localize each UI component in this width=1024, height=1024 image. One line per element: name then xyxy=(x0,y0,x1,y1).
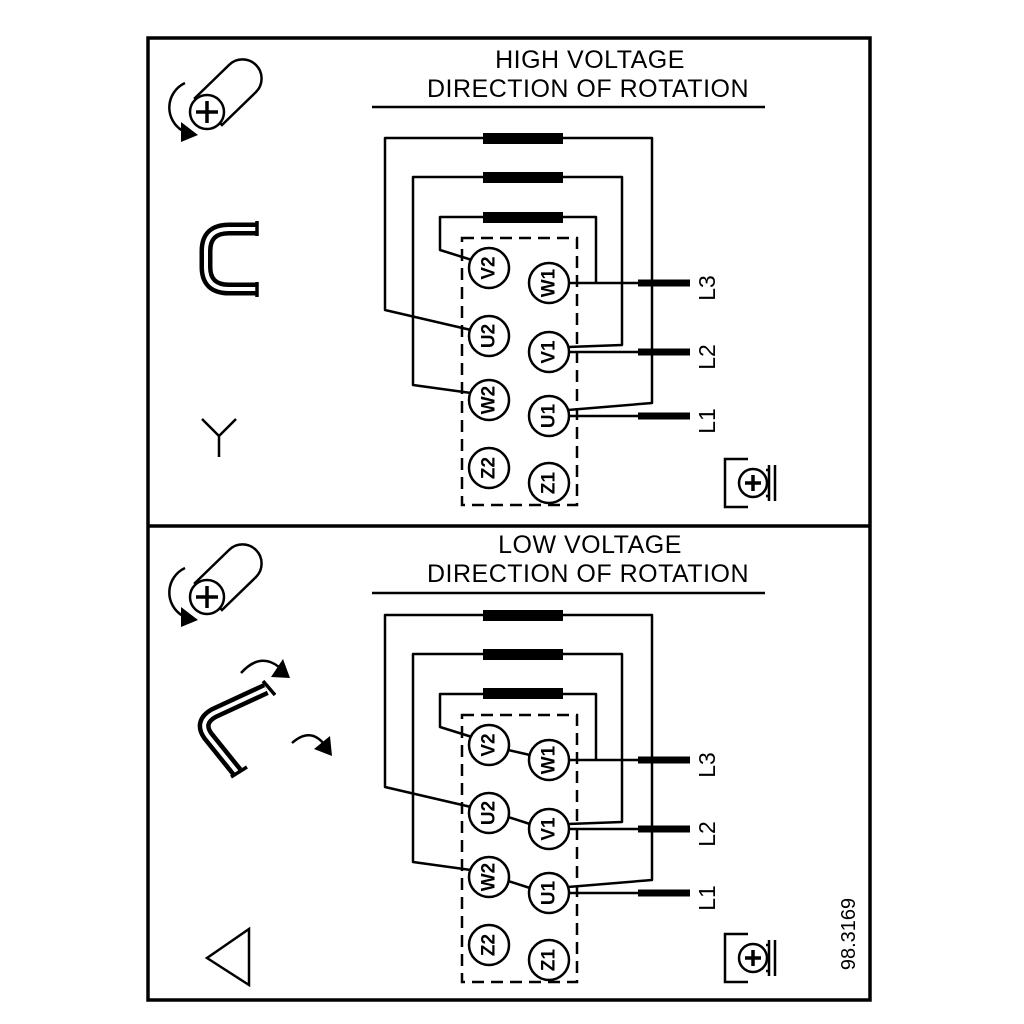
terminal-U1 xyxy=(527,394,571,438)
wiring-high-voltage xyxy=(383,136,690,420)
delta-jumper-W2-U1 xyxy=(507,879,531,890)
line-L3-label: L3 xyxy=(694,275,720,301)
panel-title: HIGH VOLTAGE xyxy=(495,46,685,74)
terminal-V2 xyxy=(467,246,511,290)
line-L1-label: L1 xyxy=(694,408,720,434)
delta-connection-icon xyxy=(204,926,251,988)
terminal-Z2-label: Z2 xyxy=(479,934,500,956)
high-voltage-panel: HIGH VOLTAGE DIRECTION OF ROTATION xyxy=(167,46,777,509)
terminals-high-voltage: V2 U2 W2 Z2 W1 V1 U1 Z1 xyxy=(467,246,571,505)
terminal-U1-label: U1 xyxy=(539,403,560,428)
panel-subtitle: DIRECTION OF ROTATION xyxy=(427,560,749,588)
panel-subtitle: DIRECTION OF ROTATION xyxy=(427,75,749,103)
terminal-V2-label: V2 xyxy=(479,733,500,756)
drawing-number: 98.3169 xyxy=(838,898,860,970)
line-L2-label: L2 xyxy=(694,344,720,370)
low-voltage-panel: LOW VOLTAGE DIRECTION OF ROTATION xyxy=(167,531,777,988)
line-L1-label: L1 xyxy=(694,885,720,911)
terminal-V1-label: V1 xyxy=(539,817,560,841)
terminal-V1 xyxy=(527,807,571,851)
wiring-low-voltage xyxy=(383,613,690,897)
panel-title: LOW VOLTAGE xyxy=(498,531,682,559)
line-L3-label: L3 xyxy=(694,752,720,778)
terminal-Z2 xyxy=(467,446,511,490)
terminal-U2 xyxy=(467,791,511,835)
delta-jumper-V2-W1 xyxy=(507,748,531,757)
line-L2-label: L2 xyxy=(694,821,720,847)
terminal-U2 xyxy=(467,314,511,358)
supply-line-labels-high: L3 L2 L1 xyxy=(694,275,720,434)
terminal-Z1-label: Z1 xyxy=(539,471,560,494)
terminals-low-voltage: V2 U2 W2 Z2 W1 V1 U1 Z1 xyxy=(467,723,571,982)
terminal-W1 xyxy=(527,738,571,782)
terminal-W2 xyxy=(467,855,511,899)
terminal-V2 xyxy=(467,723,511,767)
terminal-V2-label: V2 xyxy=(479,256,500,279)
terminal-Z2 xyxy=(467,923,511,967)
terminal-U1-label: U1 xyxy=(539,880,560,905)
terminal-Z1 xyxy=(527,938,571,982)
terminal-W1 xyxy=(527,261,571,305)
terminal-Z1-label: Z1 xyxy=(539,948,560,971)
terminal-V1 xyxy=(527,330,571,374)
terminal-W2 xyxy=(467,378,511,422)
supply-line-labels-low: L3 L2 L1 xyxy=(694,752,720,911)
terminal-link-bracket-icon xyxy=(199,221,259,297)
terminal-W2-label: W2 xyxy=(479,863,500,892)
terminal-Z1 xyxy=(527,461,571,505)
terminal-U2-label: U2 xyxy=(479,801,500,825)
delta-link-move-icon xyxy=(197,659,332,779)
delta-jumper-U2-V1 xyxy=(507,815,531,826)
link-bars xyxy=(483,133,563,223)
terminal-V1-label: V1 xyxy=(539,340,560,364)
terminal-U2-label: U2 xyxy=(479,324,500,348)
terminal-Z2-label: Z2 xyxy=(479,457,500,479)
link-bars xyxy=(483,610,563,699)
star-connection-icon xyxy=(201,418,237,457)
terminal-W1-label: W1 xyxy=(539,268,560,297)
terminal-W1-label: W1 xyxy=(539,745,560,774)
terminal-W2-label: W2 xyxy=(479,386,500,415)
terminal-U1 xyxy=(527,871,571,915)
